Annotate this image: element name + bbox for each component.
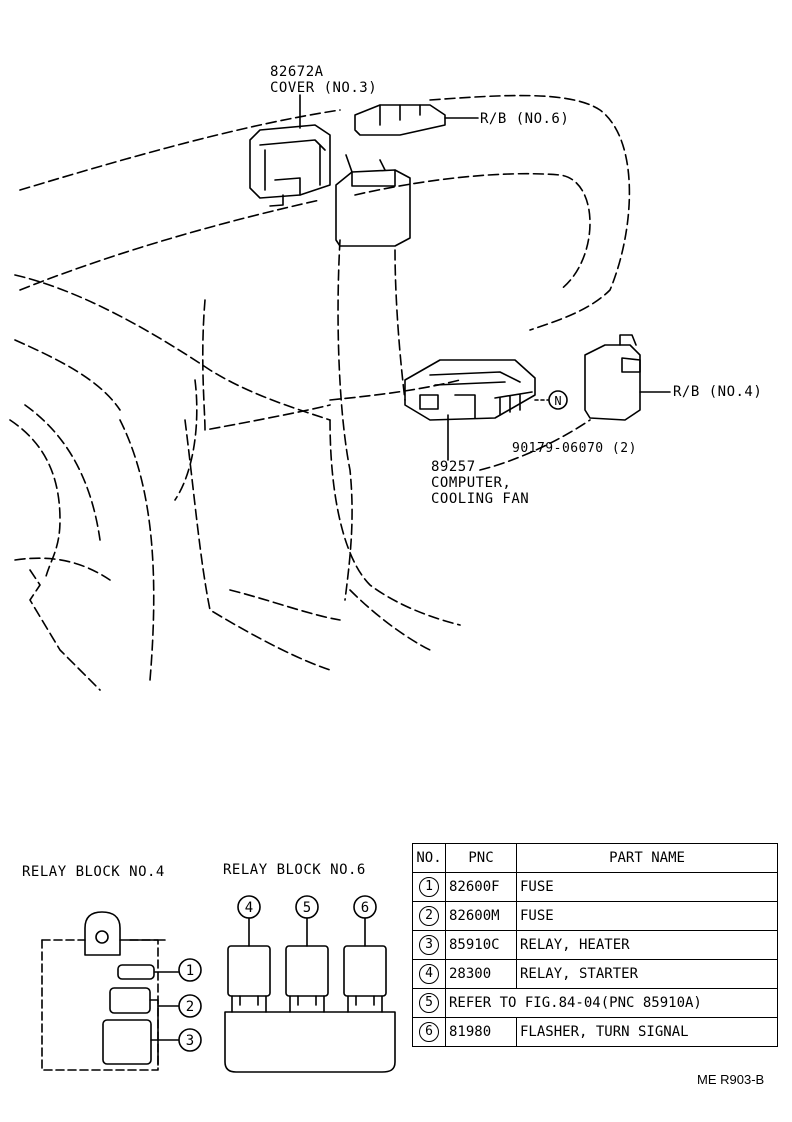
row-pnc: 28300 [445, 959, 517, 989]
table-row: 4 28300 RELAY, STARTER [412, 959, 778, 989]
row-number: 1 [419, 877, 439, 897]
row-part-name: RELAY, STARTER [516, 959, 778, 989]
rb4-marker-2: 2 [186, 999, 194, 1015]
header-part-name: PART NAME [516, 843, 778, 873]
row-number: 2 [419, 906, 439, 926]
cover-no3-drawing [249, 124, 331, 207]
rb4-callout: R/B (NO.4) [673, 384, 763, 400]
parts-table-header: NO. PNC PART NAME [412, 843, 778, 873]
figure-code: ME R903-B [697, 1072, 765, 1087]
bolt-callout: 90179-06070 (2) [512, 441, 637, 456]
row-number: 4 [419, 964, 439, 984]
computer-cooling-fan-drawing [404, 359, 536, 461]
rb-no6-drawing [354, 104, 446, 136]
table-row: 2 82600M FUSE [412, 901, 778, 931]
relay-block-no6-markers [237, 895, 377, 919]
row-part-name: FLASHER, TURN SIGNAL [516, 1017, 778, 1047]
dashboard-outline [9, 94, 631, 691]
row-number: 3 [419, 935, 439, 955]
relay-block-no6-title: RELAY BLOCK NO.6 [223, 862, 366, 878]
row-pnc: 82600M [445, 901, 517, 931]
rb-no4-drawing [584, 334, 641, 421]
relay-block-no4-markers [178, 958, 202, 1052]
row-part-name: FUSE [516, 872, 778, 902]
table-row: 5 REFER TO FIG.84-04(PNC 85910A) [412, 988, 778, 1018]
table-row: 1 82600F FUSE [412, 872, 778, 902]
relay-block-no4-detail [41, 911, 179, 1071]
rb6-marker-4: 4 [245, 900, 253, 916]
row-pnc: 85910C [445, 930, 517, 960]
table-row: 6 81980 FLASHER, TURN SIGNAL [412, 1017, 778, 1047]
table-row: 3 85910C RELAY, HEATER [412, 930, 778, 960]
row-part-name: FUSE [516, 901, 778, 931]
rb6-callout: R/B (NO.6) [480, 111, 570, 127]
relay-block-dash-drawing [335, 154, 411, 247]
relay-block-no6-detail [224, 917, 396, 1073]
row-pnc: 82600F [445, 872, 517, 902]
cover-name: COVER (NO.3) [270, 80, 378, 96]
row-part-name: RELAY, HEATER [516, 930, 778, 960]
computer-pnc: 89257 [431, 459, 476, 475]
computer-name-line2: COOLING FAN [431, 491, 530, 507]
computer-name-line1: COMPUTER, [431, 475, 512, 491]
rb6-marker-6: 6 [361, 900, 369, 916]
row-pnc: 81980 [445, 1017, 517, 1047]
rb4-marker-3: 3 [186, 1033, 194, 1049]
row-number: 5 [419, 993, 439, 1013]
row-number: 6 [419, 1022, 439, 1042]
bolt-marker-circle [548, 390, 568, 410]
bolt-marker-letter: N [554, 394, 561, 408]
rb6-marker-5: 5 [303, 900, 311, 916]
rb4-marker-1: 1 [186, 963, 194, 979]
header-no: NO. [412, 843, 446, 873]
relay-block-no4-title: RELAY BLOCK NO.4 [22, 864, 165, 880]
cover-pnc: 82672A [270, 64, 324, 80]
parts-table: NO. PNC PART NAME 1 82600F FUSE 2 82600M… [412, 843, 778, 1047]
row-reference-note: REFER TO FIG.84-04(PNC 85910A) [445, 988, 778, 1018]
header-pnc: PNC [445, 843, 517, 873]
